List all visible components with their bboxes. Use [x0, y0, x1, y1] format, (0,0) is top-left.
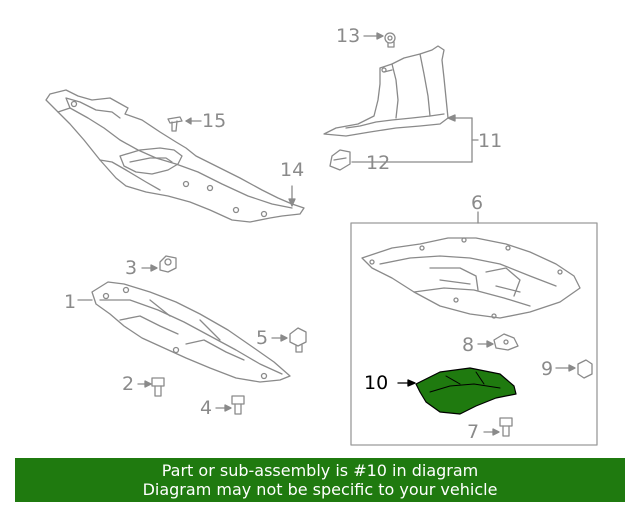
part-2-bolt: [137, 377, 165, 397]
callout-12: 12: [366, 152, 391, 174]
part-9-clip: [555, 359, 593, 379]
part-15-clip: [167, 116, 202, 132]
callout-2: 2: [122, 373, 135, 395]
banner-line-2: Diagram may not be specific to your vehi…: [142, 480, 498, 499]
part-6-box: [350, 211, 598, 446]
part-4-bolt: [215, 395, 245, 415]
banner-line-1: Part or sub-assembly is #10 in diagram: [161, 461, 479, 480]
callout-7: 7: [467, 421, 480, 443]
callout-5: 5: [256, 327, 269, 349]
part-14-shield: [45, 89, 305, 223]
callout-1: 1: [64, 291, 77, 313]
part-11-side-shield: [323, 45, 479, 163]
part-3-clip: [141, 255, 177, 273]
callout-9: 9: [541, 358, 554, 380]
part-10-highlighted-cover[interactable]: [397, 367, 517, 415]
callout-3: 3: [125, 257, 138, 279]
part-12-clip: [329, 149, 351, 171]
part-5-clip: [271, 327, 307, 353]
callout-10[interactable]: 10: [364, 372, 389, 394]
callout-6: 6: [471, 192, 484, 214]
part-7-bolt: [483, 417, 513, 437]
callout-11: 11: [478, 130, 503, 152]
info-banner: Part or sub-assembly is #10 in diagram D…: [15, 458, 625, 502]
part-8-nut: [477, 333, 519, 351]
part-1-shield: [77, 281, 291, 383]
part-6-undercover: [361, 237, 581, 319]
callout-8: 8: [462, 334, 475, 356]
callout-15: 15: [202, 110, 227, 132]
part-13-bolt: [363, 32, 396, 48]
callout-13: 13: [336, 25, 361, 47]
callout-14: 14: [280, 159, 305, 181]
callout-4: 4: [200, 397, 213, 419]
